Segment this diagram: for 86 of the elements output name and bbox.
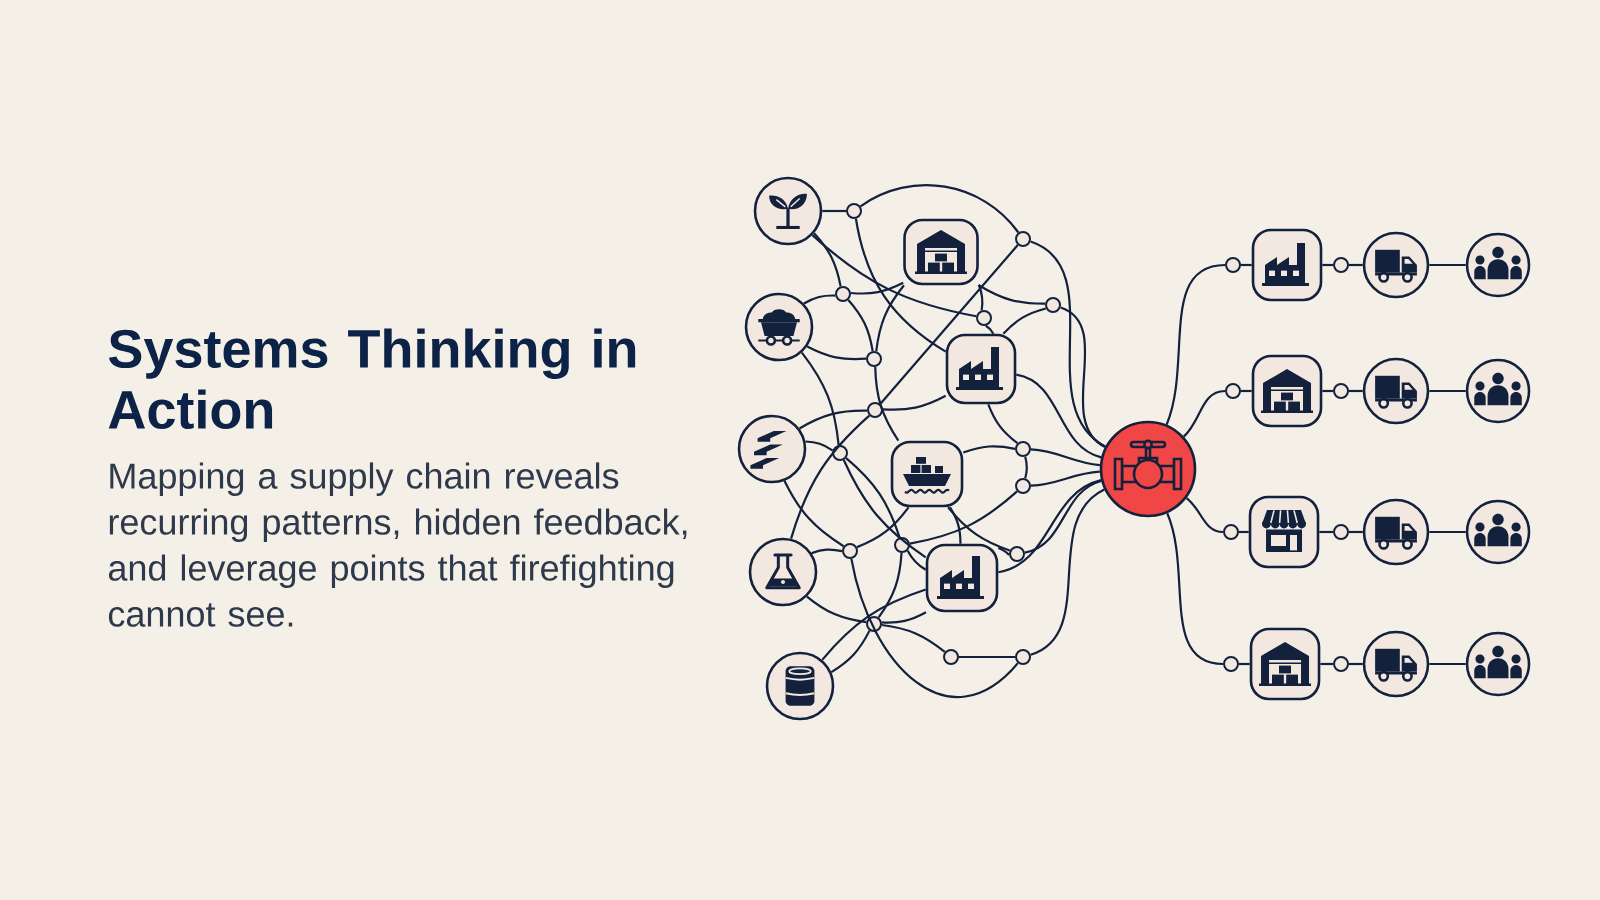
connector-line xyxy=(881,623,946,653)
connector-line xyxy=(1322,263,1333,267)
connector-line xyxy=(1349,662,1363,666)
connector-line xyxy=(985,324,995,335)
connector-line xyxy=(947,506,1011,552)
connector-line xyxy=(1166,512,1224,666)
junction-dot xyxy=(1333,383,1349,399)
junction-dot xyxy=(1045,297,1061,313)
junction-dot xyxy=(1333,524,1349,540)
connector-line xyxy=(1060,306,1106,448)
connector-line xyxy=(1241,263,1252,267)
connector-line xyxy=(874,366,900,442)
connector-line xyxy=(1429,662,1466,666)
connector-line xyxy=(842,459,927,559)
connector-line xyxy=(1030,448,1100,467)
junction-dot xyxy=(1015,649,1031,665)
connector-line xyxy=(850,281,904,295)
connector-line xyxy=(859,184,1020,234)
junction-dot xyxy=(943,649,959,665)
junction-dot xyxy=(1009,546,1025,562)
connector-line xyxy=(813,232,842,287)
connector-line xyxy=(875,284,905,352)
connector-line xyxy=(783,480,845,548)
connector-line xyxy=(1024,456,1029,479)
connector-line xyxy=(978,284,1046,305)
connector-line xyxy=(882,394,947,411)
connector-line xyxy=(1320,662,1333,666)
connector-line xyxy=(1349,530,1363,534)
connector-line xyxy=(1030,240,1106,448)
connector-line xyxy=(1322,389,1333,393)
connector-line xyxy=(803,294,836,305)
connector-line xyxy=(977,284,984,311)
connector-line xyxy=(1185,497,1224,534)
connector-line xyxy=(1241,389,1252,393)
connector-line xyxy=(877,552,903,619)
connector-line xyxy=(856,506,910,549)
connector-line xyxy=(998,479,1102,574)
connector-line xyxy=(821,588,927,661)
connector-line xyxy=(1349,389,1363,393)
connector-line xyxy=(879,244,1019,405)
connector-line xyxy=(806,595,867,624)
page-title: Systems Thinking in Action xyxy=(108,328,636,430)
connector-line xyxy=(845,457,901,538)
junction-dot xyxy=(1223,656,1239,672)
connector-line xyxy=(1429,530,1466,534)
connector-line xyxy=(790,414,871,539)
connector-line xyxy=(1165,263,1226,425)
junction-dot xyxy=(1333,656,1349,672)
junction-dot xyxy=(976,310,992,326)
connector-line xyxy=(806,345,867,361)
connector-line xyxy=(801,351,840,446)
junction-dot xyxy=(846,203,862,219)
connector-line xyxy=(805,440,834,452)
connector-line xyxy=(881,611,927,624)
connector-line xyxy=(1239,530,1249,534)
connector-line xyxy=(1429,389,1466,393)
connector-line xyxy=(1030,488,1105,656)
connector-line xyxy=(850,558,1019,698)
connector-line xyxy=(1349,263,1363,267)
description-text: Mapping a supply chain reveals recurring patterns, hidden feedback, and leverage points that firefighting cannot see. xyxy=(108,462,687,627)
connector-line xyxy=(906,550,927,571)
connector-line xyxy=(822,209,846,213)
connector-line xyxy=(1319,530,1333,534)
connector-line xyxy=(1002,307,1047,335)
connector-line xyxy=(811,234,977,318)
connector-line xyxy=(962,445,1016,454)
junction-dot xyxy=(1015,478,1031,494)
connector-line xyxy=(854,218,947,353)
connector-line xyxy=(987,403,1019,445)
connector-line xyxy=(830,630,871,673)
connector-line xyxy=(1183,389,1226,438)
connector-line xyxy=(1024,479,1102,554)
connector-line xyxy=(811,548,843,555)
connector-line xyxy=(798,409,868,430)
junction-dot xyxy=(1223,524,1239,540)
junction-dot xyxy=(842,543,858,559)
connector-line xyxy=(949,506,962,544)
connector-line xyxy=(997,546,1010,556)
connector-line xyxy=(1239,662,1250,666)
connector-line xyxy=(1016,373,1102,459)
connector-line xyxy=(959,655,1015,659)
connector-line xyxy=(847,299,874,352)
connector-line xyxy=(1429,263,1466,267)
connector-line xyxy=(909,490,1018,545)
junction-dot xyxy=(1225,383,1241,399)
connector-line xyxy=(1030,470,1100,487)
